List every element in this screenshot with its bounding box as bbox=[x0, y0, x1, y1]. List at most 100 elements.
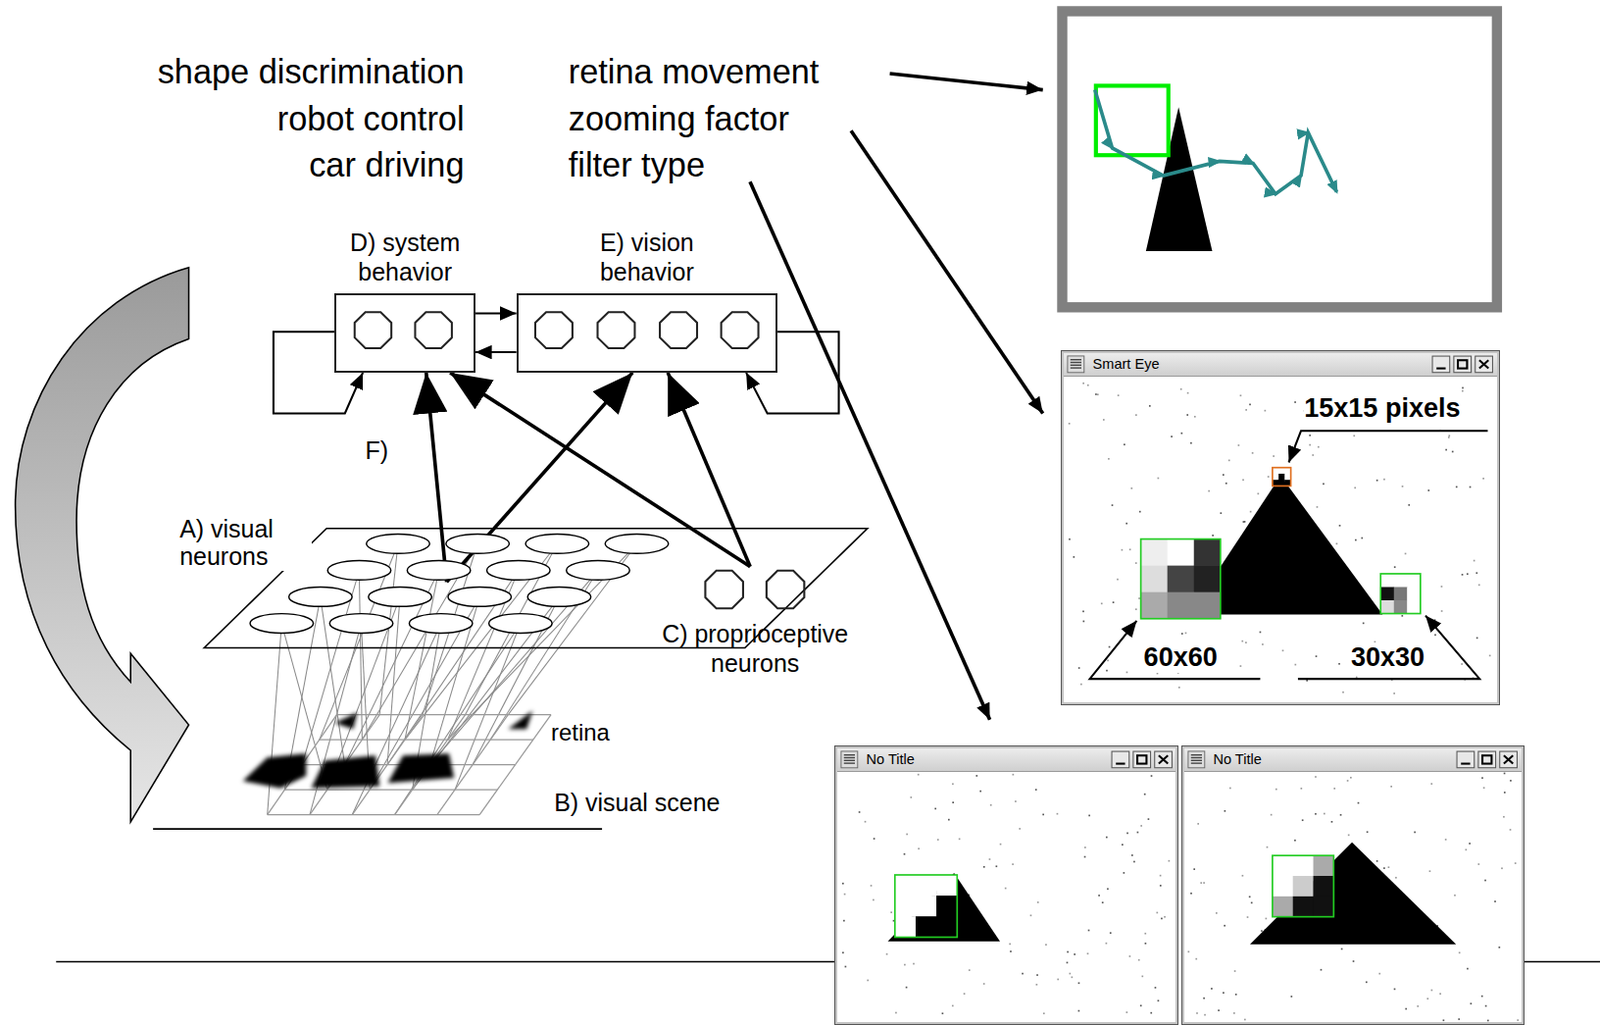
noise-dot bbox=[1194, 415, 1197, 418]
noise-dot bbox=[1222, 991, 1225, 994]
triangle-shape bbox=[1146, 106, 1213, 251]
noise-dot bbox=[1082, 609, 1085, 612]
noise-dot bbox=[1475, 571, 1478, 574]
noise-dot bbox=[1251, 451, 1254, 454]
noise-dot bbox=[1157, 477, 1160, 480]
drawing-part bbox=[1191, 758, 1202, 760]
sample-cell bbox=[1272, 467, 1280, 475]
noise-dot bbox=[1008, 943, 1011, 946]
sample-cell bbox=[1272, 854, 1294, 876]
drawing-part bbox=[1191, 761, 1202, 763]
noise-dot bbox=[1200, 881, 1202, 884]
visual-scene-blobs bbox=[243, 709, 534, 788]
noise-dot bbox=[1455, 486, 1458, 489]
drawing-part bbox=[1158, 754, 1168, 763]
sample-cell bbox=[1278, 467, 1286, 475]
noise-dot bbox=[1378, 972, 1381, 975]
noise-dot bbox=[1088, 929, 1091, 932]
noise-dot bbox=[1088, 814, 1091, 817]
noise-dot bbox=[1225, 482, 1228, 485]
noise-dot bbox=[1245, 408, 1248, 411]
drawing-part bbox=[844, 761, 855, 763]
neuron-wire bbox=[395, 623, 521, 815]
noise-dot bbox=[1112, 600, 1115, 603]
noise-dot bbox=[1249, 895, 1251, 898]
noise-dot bbox=[1448, 434, 1450, 437]
signal-arrow bbox=[667, 372, 750, 567]
noise-dot bbox=[1223, 924, 1226, 927]
noise-dot bbox=[1056, 812, 1059, 815]
noise-dot bbox=[1484, 879, 1487, 882]
noise-dot bbox=[1383, 866, 1386, 869]
sample-cell bbox=[1313, 875, 1335, 897]
noise-dot bbox=[1266, 846, 1269, 849]
noise-dot bbox=[1314, 812, 1317, 815]
noise-dot bbox=[1135, 561, 1138, 564]
visual-neuron bbox=[525, 534, 590, 554]
noise-dot bbox=[951, 800, 954, 803]
noise-dot bbox=[1101, 900, 1104, 903]
sample-cell bbox=[1141, 539, 1168, 566]
noise-dot bbox=[1376, 859, 1379, 862]
noise-dot bbox=[1451, 450, 1454, 453]
noise-dot bbox=[1073, 952, 1076, 955]
rule-line bbox=[1524, 960, 1600, 963]
sample-cell bbox=[915, 874, 937, 896]
noise-dot bbox=[1300, 787, 1303, 790]
noise-dot bbox=[1105, 942, 1108, 945]
application-label: shape discrimination bbox=[157, 52, 465, 92]
signal-arrow bbox=[447, 372, 634, 582]
noise-dot bbox=[1106, 887, 1109, 890]
title-bar: No Title bbox=[1184, 748, 1522, 772]
noise-dot bbox=[1426, 997, 1429, 1000]
sample-cell bbox=[1380, 573, 1395, 588]
noise-dot bbox=[1121, 549, 1124, 551]
noise-dot bbox=[1460, 662, 1463, 665]
noise-dot bbox=[1196, 1011, 1199, 1014]
visual-neuron bbox=[448, 587, 512, 607]
noise-dot bbox=[1348, 834, 1350, 837]
behavior-box: E) vision behavior bbox=[516, 228, 778, 373]
visual-neuron bbox=[408, 613, 473, 634]
sample-cell bbox=[1167, 565, 1195, 593]
sample-cell bbox=[936, 874, 957, 896]
noise-dot bbox=[1339, 524, 1342, 527]
noise-dot bbox=[1272, 454, 1275, 457]
noise-dot bbox=[1125, 522, 1128, 525]
noise-dot bbox=[1035, 788, 1038, 791]
retina-window bbox=[1096, 85, 1169, 155]
scene-blob bbox=[507, 709, 533, 729]
noise-dot bbox=[1267, 475, 1270, 478]
part-label: F) bbox=[365, 436, 390, 465]
group-title: C) proprioceptive neurons bbox=[632, 615, 878, 679]
noise-dot bbox=[912, 962, 915, 965]
noise-dot bbox=[1394, 565, 1397, 568]
noise-dot bbox=[1240, 664, 1243, 667]
noise-dot bbox=[1461, 390, 1464, 393]
noise-dot bbox=[1342, 691, 1345, 694]
noise-dot bbox=[1144, 932, 1147, 935]
noise-dot bbox=[1233, 1011, 1236, 1014]
leader-line bbox=[1298, 615, 1480, 680]
noise-dot bbox=[1133, 860, 1136, 863]
noise-dot bbox=[1021, 972, 1024, 975]
noise-dot bbox=[917, 847, 920, 850]
noise-dot bbox=[1087, 951, 1090, 954]
noise-dot bbox=[1190, 892, 1193, 895]
noise-dot bbox=[872, 899, 875, 901]
noise-dot bbox=[1129, 954, 1132, 957]
noise-dot bbox=[1360, 537, 1363, 540]
noise-dot bbox=[873, 837, 876, 840]
neuron-wire bbox=[319, 544, 399, 740]
size-label: 60x60 bbox=[1144, 642, 1218, 673]
sample-cell bbox=[1406, 573, 1421, 588]
sample-cell bbox=[1394, 600, 1408, 614]
size-leaders bbox=[1090, 430, 1489, 679]
noise-dot bbox=[1395, 876, 1398, 879]
scene-blob bbox=[310, 754, 380, 788]
noise-dot bbox=[1066, 950, 1069, 953]
noise-dot bbox=[1301, 818, 1304, 821]
noise-dot bbox=[858, 810, 861, 813]
noise-dot bbox=[1250, 901, 1253, 904]
noise-dot bbox=[1068, 422, 1071, 425]
